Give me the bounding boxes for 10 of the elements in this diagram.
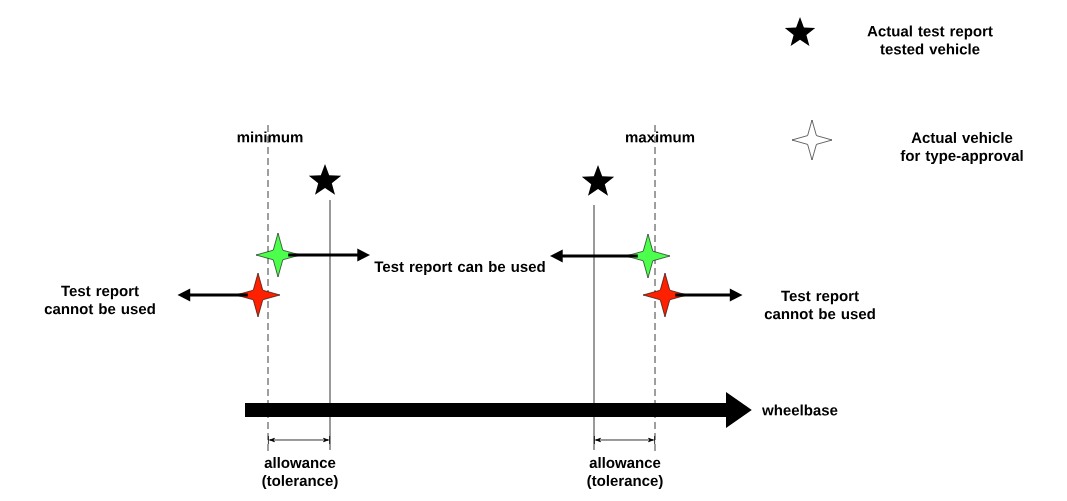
label: minimum (237, 131, 303, 143)
legend-text: Actual vehicle for type-approval (900, 132, 1023, 164)
note-text: Test report cannot be used (764, 290, 875, 320)
label: allowance (tolerance) (587, 457, 663, 489)
label: wheelbase (762, 404, 838, 416)
legend-text: Actual test report tested vehicle (867, 25, 993, 55)
note-text: Test report cannot be used (44, 285, 155, 315)
label: maximum (626, 131, 695, 143)
label: allowance (tolerance) (262, 457, 338, 489)
note-text: Test report can be used (374, 261, 545, 275)
